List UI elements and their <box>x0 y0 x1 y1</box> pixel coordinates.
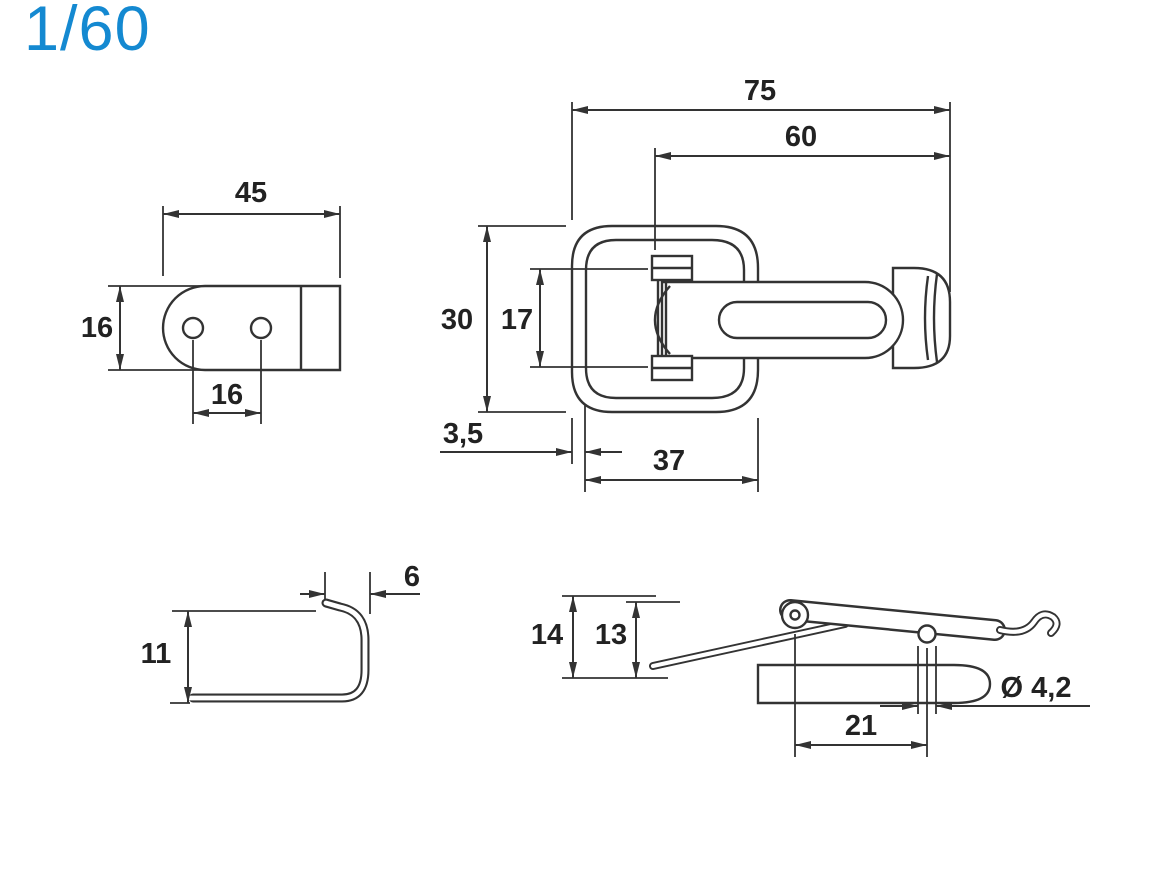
mounting-hole <box>917 624 937 644</box>
dim-overall-height: 14 <box>531 619 563 651</box>
dim-frame-length: 37 <box>653 445 685 477</box>
hook-strip-inner <box>181 600 368 701</box>
dim-lever-height: 13 <box>595 619 627 651</box>
page-indicator: 1/60 <box>24 0 151 64</box>
catch-bend-line <box>923 275 930 361</box>
view-hook-plate-side: 6 11 <box>141 561 420 704</box>
dim-hook-height: 11 <box>141 638 172 670</box>
bail-wire-inner <box>650 621 848 669</box>
keeper-hole <box>181 316 205 340</box>
dim-hole-diameter: Ø 4,2 <box>1001 672 1072 704</box>
hasp-slot <box>717 300 888 340</box>
view-latch-top: 75 60 30 17 3,5 37 <box>440 75 952 492</box>
dim-hook-tip-length: 6 <box>404 561 420 593</box>
hinge-arc <box>653 285 671 355</box>
hook-strip <box>188 598 370 703</box>
keeper-hole <box>249 316 273 340</box>
dim-keeper-width: 16 <box>81 312 113 344</box>
dim-keeper-hole-spacing: 16 <box>211 379 243 411</box>
view-latch-side: 14 13 21 Ø 4,2 <box>531 595 1090 757</box>
dim-edge-offset: 3,5 <box>443 418 483 450</box>
dim-hole-spacing: 21 <box>845 710 877 742</box>
view-keeper-plate-top: 45 16 16 <box>81 177 342 424</box>
dim-outer-width: 30 <box>441 304 473 336</box>
dim-overall-length: 75 <box>744 75 776 107</box>
dim-keeper-length: 45 <box>235 177 267 209</box>
catch-bend-line <box>932 273 939 363</box>
lever-plate-inner <box>781 601 1004 639</box>
dim-inner-width: 17 <box>501 304 533 336</box>
base-plate <box>756 663 992 705</box>
rivet-pin <box>789 609 801 621</box>
hook-curl-inner <box>997 612 1059 636</box>
dim-hasp-length: 60 <box>785 121 817 153</box>
